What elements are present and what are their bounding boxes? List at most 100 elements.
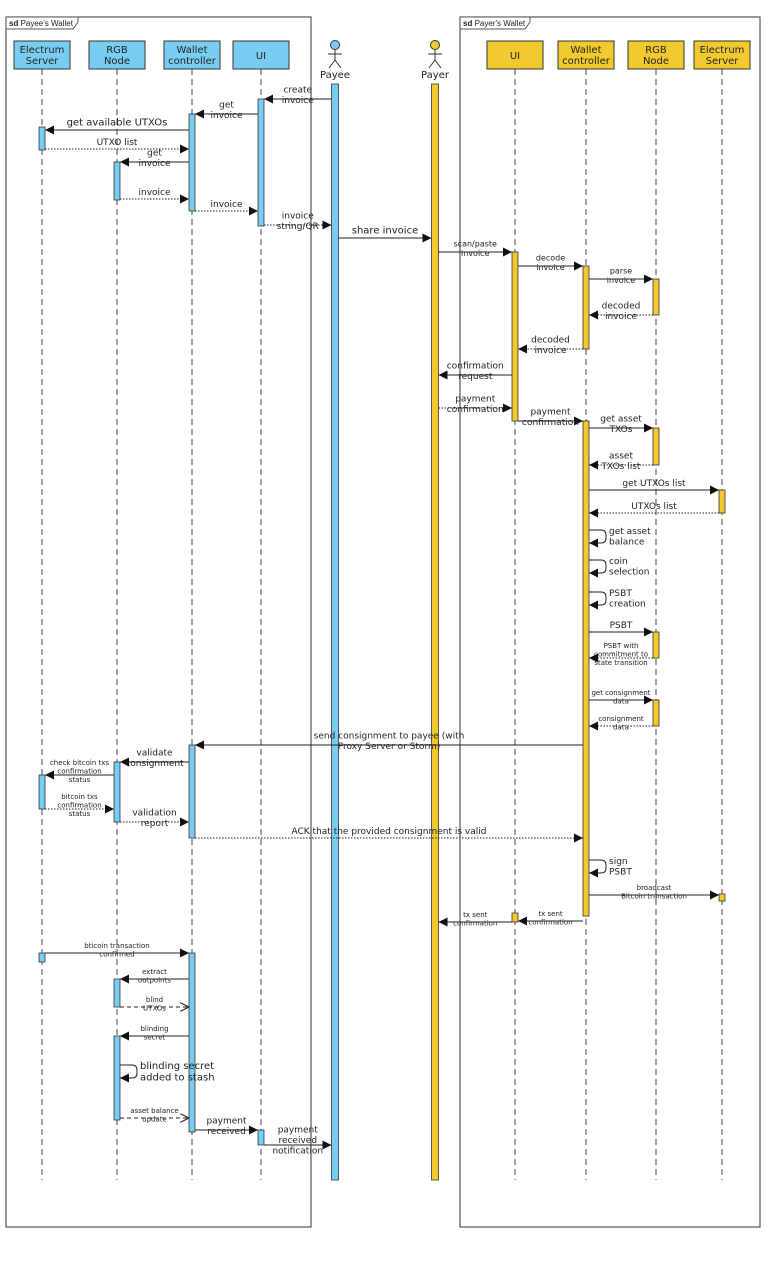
activation-bar-q_wc bbox=[582, 265, 590, 350]
message-label: parse bbox=[610, 266, 632, 275]
message-label: UTXOs list bbox=[631, 502, 677, 512]
activation-bar-p_wc bbox=[188, 744, 196, 839]
message-label: payment bbox=[455, 395, 496, 405]
message-label: ACK that the provided consignment is val… bbox=[292, 827, 487, 837]
message-label: PSBT bbox=[610, 621, 633, 631]
message-label: status bbox=[69, 810, 91, 818]
message-label: decoded bbox=[531, 336, 570, 346]
message-label: TXOs bbox=[609, 425, 633, 435]
lifeline-label: controller bbox=[168, 56, 217, 67]
message: get available UTXOs bbox=[45, 117, 189, 135]
lifeline-label: UI bbox=[256, 51, 266, 62]
lifeline-label: Node bbox=[643, 56, 669, 67]
message-label: extract bbox=[142, 968, 167, 976]
frame-title: sd Payer's Wallet bbox=[463, 19, 526, 28]
message-label: consignment bbox=[125, 759, 184, 769]
message-label: get asset bbox=[600, 415, 642, 425]
message-label: Proxy Server or Storm) bbox=[338, 742, 441, 752]
message-label: invoice bbox=[138, 188, 170, 198]
lifeline-label: Node bbox=[104, 56, 130, 67]
message-label: invoice bbox=[536, 263, 565, 272]
message-label: invoice bbox=[607, 276, 636, 285]
actor-body-icon bbox=[328, 50, 342, 69]
message-label: received bbox=[207, 1127, 246, 1137]
message-label: asset balance bbox=[130, 1107, 178, 1115]
actor-label: Payer bbox=[421, 70, 450, 81]
self-message-arrow bbox=[589, 859, 607, 878]
lifeline-label: Server bbox=[706, 56, 740, 67]
activation-bar-p_rgb bbox=[113, 761, 121, 823]
message: share invoice bbox=[338, 225, 432, 243]
message-label: tx sent bbox=[463, 911, 488, 919]
activation-bar-q_wc bbox=[582, 420, 590, 917]
message-label: invoice bbox=[461, 249, 490, 258]
activation-bar-p_wc bbox=[188, 952, 196, 1133]
message-label: selection bbox=[609, 568, 649, 578]
activation-bar-p_rgb bbox=[113, 1035, 121, 1121]
lifeline-box bbox=[232, 40, 290, 70]
lifeline-box bbox=[88, 40, 146, 70]
message-label: asset bbox=[609, 452, 633, 462]
actor-body-icon bbox=[428, 50, 442, 69]
message-label: PSBT bbox=[609, 589, 632, 599]
lifeline-label: UI bbox=[510, 51, 520, 62]
message-label: invoice bbox=[282, 96, 314, 106]
message-label: sign bbox=[609, 857, 628, 867]
self-message-arrow bbox=[589, 559, 607, 578]
frame-payer-wallet bbox=[459, 16, 761, 1228]
activation-bar-p_ui bbox=[257, 98, 265, 227]
lifeline-head-p_ui: UI bbox=[232, 40, 290, 70]
message-label: confirmation bbox=[453, 919, 497, 927]
message-label: tx sent bbox=[538, 910, 563, 918]
lifeline-head-q_ui: UI bbox=[486, 40, 544, 70]
message-label: Bitcoin transaction bbox=[621, 892, 687, 900]
message-label: secret bbox=[144, 1033, 166, 1041]
lifeline-label: Server bbox=[26, 56, 60, 67]
self-message-arrow bbox=[120, 1064, 138, 1083]
message-label: get UTXOs list bbox=[622, 479, 686, 489]
actor-payee: Payee bbox=[320, 40, 350, 81]
message: PSBT bbox=[589, 621, 653, 637]
message-label: request bbox=[458, 372, 493, 382]
activation-bar-q_rgb bbox=[652, 699, 660, 727]
message-label: added to stash bbox=[140, 1073, 215, 1084]
message: UTXOs list bbox=[589, 502, 719, 518]
message: invoice bbox=[120, 188, 189, 204]
message: get UTXOs list bbox=[589, 479, 719, 495]
message-label: invoice bbox=[210, 200, 242, 210]
message-label: report bbox=[141, 819, 169, 829]
frame-tab bbox=[459, 16, 531, 30]
message-label: received bbox=[278, 1136, 317, 1146]
lifeline-box bbox=[557, 40, 615, 70]
lifeline-label: controller bbox=[562, 56, 611, 67]
message-label: blinding secret bbox=[140, 1061, 214, 1072]
actor-payer: Payer bbox=[421, 40, 450, 81]
message-label: confirmation bbox=[522, 418, 579, 428]
lifeline-label: Electrum bbox=[700, 45, 745, 56]
message: invoice bbox=[195, 200, 258, 216]
